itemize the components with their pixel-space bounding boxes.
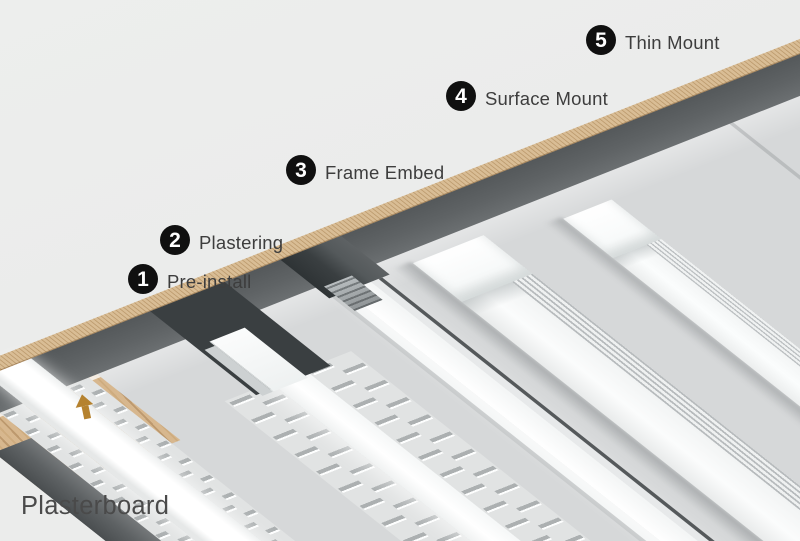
step-callout-frame-embed: 3 Frame Embed [286, 155, 444, 185]
step-label: Frame Embed [325, 162, 445, 183]
step-label: Thin Mount [625, 32, 720, 53]
plasterboard-label: Plasterboard [21, 492, 170, 520]
step-badge: 1 [128, 264, 158, 294]
step-badge: 3 [286, 155, 316, 185]
step-callout-plastering: 2 Plastering [160, 225, 283, 255]
step-callout-thin-mount: 5 Thin Mount [586, 25, 720, 55]
step-callout-pre-install: 1 Pre-install [128, 264, 251, 294]
step-badge: 4 [446, 81, 476, 111]
step-label: Pre-install [167, 271, 252, 292]
step-callout-surface-mount: 4 Surface Mount [446, 81, 608, 111]
step-label: Plastering [199, 232, 284, 253]
step-badge: 2 [160, 225, 190, 255]
step-badge: 5 [586, 25, 616, 55]
step-label: Surface Mount [485, 88, 608, 109]
